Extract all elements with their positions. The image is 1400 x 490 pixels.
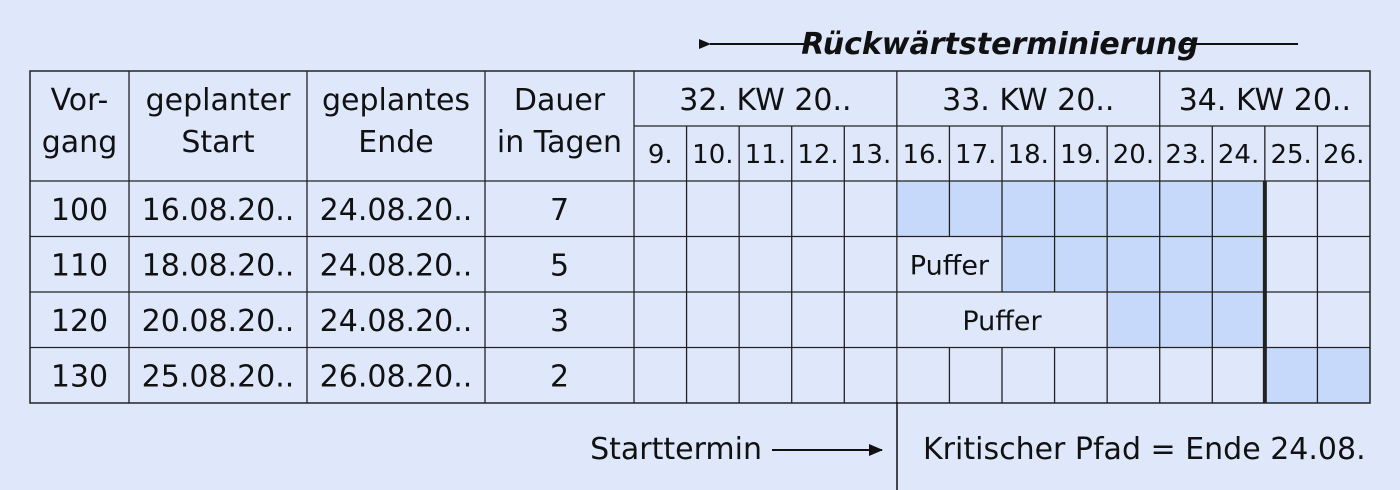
- day-label: 16.: [902, 140, 943, 170]
- day-label: 13.: [850, 140, 891, 170]
- day-label: 17.: [955, 140, 996, 170]
- cell-vorgang: 100: [51, 193, 108, 228]
- cell-ende: 26.08.20..: [320, 359, 473, 394]
- day-label: 18.: [1008, 140, 1049, 170]
- cell-vorgang: 110: [51, 248, 108, 283]
- day-label: 12.: [797, 140, 838, 170]
- day-label: 11.: [745, 140, 786, 170]
- day-label: 23.: [1165, 140, 1206, 170]
- header-ende-line1: geplantes: [322, 83, 470, 118]
- day-label: 25.: [1270, 140, 1311, 170]
- cell-ende: 24.08.20..: [320, 304, 473, 339]
- duration-bar: [896, 181, 1265, 237]
- puffer-label: Puffer: [962, 306, 1042, 337]
- cell-vorgang: 130: [51, 359, 108, 394]
- header-dauer-line2: in Tagen: [497, 125, 622, 160]
- critical-path-label: Kritischer Pfad = Ende 24.08.: [923, 432, 1366, 467]
- header-vorgang-line1: Vor-: [51, 83, 109, 118]
- duration-bar: [1107, 292, 1265, 348]
- puffer-label: Puffer: [910, 250, 990, 281]
- day-label: 10.: [692, 140, 733, 170]
- header-vorgang-line2: gang: [42, 125, 117, 160]
- day-label: 24.: [1218, 140, 1259, 170]
- week-label: 32. KW 20..: [679, 83, 851, 118]
- cell-dauer: 2: [550, 359, 569, 394]
- cell-ende: 24.08.20..: [320, 248, 473, 283]
- duration-bar: [1002, 236, 1265, 292]
- day-label: 19.: [1060, 140, 1101, 170]
- cell-dauer: 7: [550, 193, 569, 228]
- cell-dauer: 5: [550, 248, 569, 283]
- header-start-line1: geplanter: [146, 83, 291, 118]
- cell-start: 20.08.20..: [142, 304, 295, 339]
- cell-vorgang: 120: [51, 304, 108, 339]
- diagram-title: Rückwärtsterminierung: [801, 27, 1199, 62]
- cell-ende: 24.08.20..: [320, 193, 473, 228]
- day-label: 26.: [1323, 140, 1364, 170]
- day-label: 9.: [648, 140, 673, 170]
- cell-start: 16.08.20..: [142, 193, 295, 228]
- header-dauer-line1: Dauer: [514, 83, 606, 118]
- week-label: 34. KW 20..: [1179, 83, 1351, 118]
- starttermin-label: Starttermin: [590, 432, 762, 467]
- header-start-line2: Start: [181, 125, 255, 160]
- day-label: 20.: [1113, 140, 1154, 170]
- header-ende-line2: Ende: [358, 125, 433, 160]
- cell-dauer: 3: [550, 304, 569, 339]
- week-label: 33. KW 20..: [942, 83, 1114, 118]
- cell-start: 25.08.20..: [142, 359, 295, 394]
- cell-start: 18.08.20..: [142, 248, 295, 283]
